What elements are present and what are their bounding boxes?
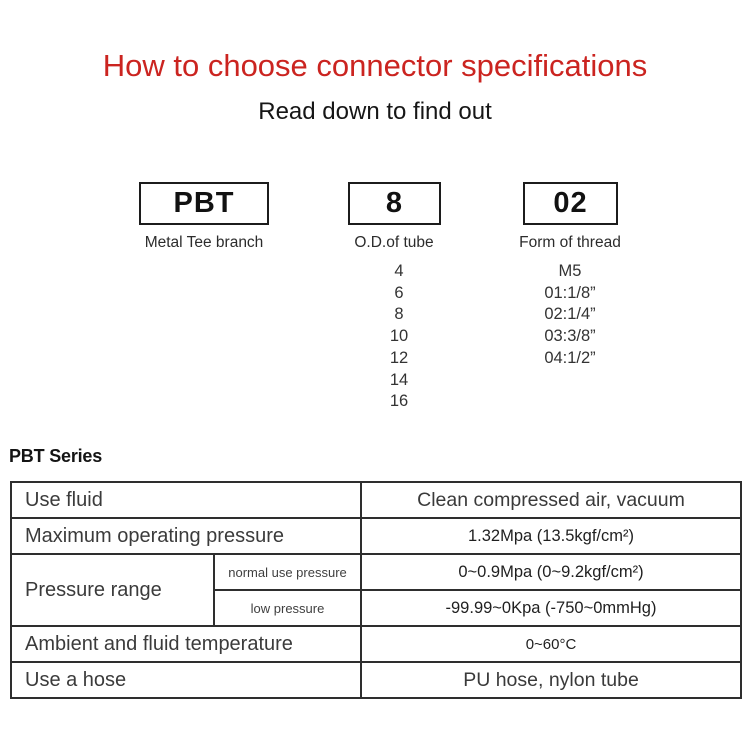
spec-sublabel-low-pressure: low pressure [213, 589, 362, 627]
spec-row-pressure-normal: Pressure range normal use pressure 0~0.9… [10, 553, 742, 627]
spec-label-use-fluid: Use fluid [10, 481, 362, 519]
code-box-tube-od-text: 8 [385, 187, 404, 219]
spec-table: Use fluid Clean compressed air, vacuum M… [10, 481, 742, 699]
code-box-series-text: PBT [173, 187, 235, 219]
page-subtitle: Read down to find out [258, 98, 492, 125]
spec-value-max-pressure: 1.32Mpa (13.5kgf/cm²) [360, 517, 742, 555]
thread-options: M5 01:1/8” 02:1/4” 03:3/8” 04:1/2” [495, 261, 645, 370]
thread-option: 02:1/4” [544, 305, 596, 324]
thread-option: M5 [558, 262, 582, 280]
spec-label-max-pressure: Maximum operating pressure [10, 517, 362, 555]
label-tube-od: O.D.of tube [354, 234, 434, 251]
spec-value-normal-pressure: 0~0.9Mpa (0~9.2kgf/cm²) [360, 553, 742, 591]
tube-od-option: 6 [394, 283, 404, 302]
spec-value-use-fluid: Clean compressed air, vacuum [360, 481, 742, 519]
tube-od-option: 8 [394, 305, 404, 324]
tube-od-option: 16 [389, 392, 409, 411]
spec-sublabel-normal-pressure: normal use pressure [213, 553, 362, 591]
tube-od-option: 12 [389, 348, 409, 367]
code-box-thread-text: 02 [553, 187, 588, 219]
spec-label-temperature: Ambient and fluid temperature [10, 625, 362, 663]
tube-od-option: 14 [389, 370, 409, 389]
tube-od-option: 10 [389, 327, 409, 346]
tube-od-options: 4 6 8 10 12 14 16 [344, 261, 454, 413]
spec-row-use-fluid: Use fluid Clean compressed air, vacuum [10, 481, 742, 519]
spec-label-hose: Use a hose [10, 661, 362, 699]
spec-value-hose: PU hose, nylon tube [360, 661, 742, 699]
thread-option: 01:1/8” [544, 283, 596, 302]
thread-option: 03:3/8” [544, 327, 596, 346]
label-thread: Form of thread [519, 234, 621, 251]
label-series: Metal Tee branch [144, 234, 264, 251]
spec-row-max-pressure: Maximum operating pressure 1.32Mpa (13.5… [10, 517, 742, 555]
spec-value-temperature: 0~60°C [360, 625, 742, 663]
page-title: How to choose connector specifications [102, 48, 648, 83]
code-box-thread: 02 [523, 182, 618, 225]
code-box-tube-od: 8 [348, 182, 441, 225]
spec-label-pressure-range: Pressure range [10, 553, 215, 627]
tube-od-option: 4 [394, 262, 404, 280]
spec-row-hose: Use a hose PU hose, nylon tube [10, 661, 742, 699]
spec-row-pressure-low: low pressure -99.99~0Kpa (-750~0mmHg) [11, 589, 742, 627]
series-heading: PBT Series [9, 446, 103, 466]
code-box-series: PBT [139, 182, 269, 225]
thread-option: 04:1/2” [544, 348, 596, 367]
spec-value-low-pressure: -99.99~0Kpa (-750~0mmHg) [360, 589, 742, 627]
spec-row-temperature: Ambient and fluid temperature 0~60°C [10, 625, 742, 663]
